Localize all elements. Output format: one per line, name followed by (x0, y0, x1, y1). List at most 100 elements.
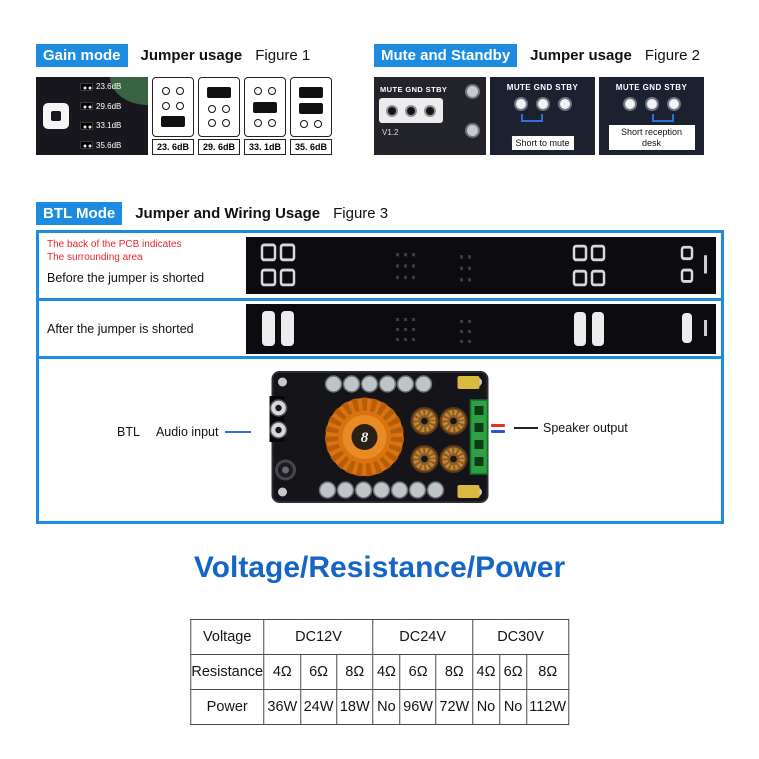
short-to-mute-caption: Short to mute (511, 135, 574, 150)
resistance-cell: 8Ω (435, 654, 473, 690)
gain-mode-header: Gain mode Jumper usage Figure 1 (36, 44, 336, 67)
pin-icon (268, 118, 277, 127)
mute-standby-chip: Mute and Standby (374, 44, 518, 67)
pad-icon (666, 97, 681, 111)
mute-subtitle: Jumper usage (530, 47, 632, 64)
jumper-cap-icon (299, 103, 323, 114)
mute-pins-label: MUTE GND STBY (506, 83, 579, 92)
btl-note-line2: The surrounding area (47, 252, 143, 263)
power-cell: 36W (263, 689, 301, 725)
mute-pin-header-label: MUTE GND STBY (380, 85, 448, 94)
jumper-pins-graphic (290, 77, 332, 137)
jumper-cap-icon (161, 115, 185, 127)
connector-graphic (43, 103, 69, 129)
pin-icon (176, 87, 185, 96)
resistance-cell: 8Ω (526, 654, 570, 690)
blue-wire-icon (491, 429, 505, 433)
voltage-cell-dc30v: DC30V (471, 619, 570, 655)
gain-photo-label: 29.6dB (96, 101, 122, 111)
voltage-cell-dc12v: DC12V (263, 619, 374, 655)
resistance-cell: 4Ω (372, 654, 401, 690)
gain-subtitle: Jumper usage (140, 47, 243, 64)
speaker-output-label: Speaker output (543, 421, 628, 435)
pin-icon (207, 118, 216, 127)
jumper-pin-icon (80, 141, 93, 150)
gain-mode-section: Gain mode Jumper usage Figure 1 23.6dB 2… (36, 44, 336, 155)
resistance-cell: 4Ω (471, 654, 501, 690)
jumper-cap-icon (253, 101, 277, 113)
gain-photo-label-row: 35.6dB (80, 141, 121, 150)
power-cell: 96W (399, 689, 437, 725)
terminal-hole-icon (386, 104, 398, 117)
open-pins-row (247, 87, 283, 96)
pad-icon (644, 97, 659, 111)
audio-input-label-group: BTL Audio input (117, 425, 251, 439)
short-bracket-icon (651, 114, 674, 122)
svg-text:8: 8 (361, 430, 369, 446)
pad-icon (513, 97, 528, 111)
gain-content: 23.6dB 29.6dB 33.1dB 35.6dB 23. 6dB 29. … (36, 77, 336, 155)
pad-icon (535, 97, 550, 111)
short-bracket-icon (520, 114, 543, 122)
mute-pads-graphic (622, 97, 681, 111)
mute-pins-label: MUTE GND STBY (615, 83, 688, 92)
resistance-cell: 4Ω (263, 654, 301, 690)
pin-icon (161, 101, 170, 110)
open-pins-row (201, 118, 237, 127)
jumper-pin-icon (80, 121, 93, 130)
pin-icon (207, 104, 216, 113)
amplifier-board-photo: 8 (268, 366, 493, 508)
voltage-row: Voltage DC12V DC24V DC30V (189, 619, 570, 655)
pcb-version-label: V1.2 (382, 128, 399, 137)
capacitor-icon (465, 84, 480, 99)
power-row-header: Power (189, 689, 265, 725)
pcb-back-after-image (246, 303, 716, 354)
short-to-mute-diagram: MUTE GND STBY Short to mute (490, 77, 595, 155)
power-cell: 24W (299, 689, 338, 725)
mute-pcb-photo: MUTE GND STBY V1.2 (374, 77, 486, 155)
btl-mode-header: BTL Mode Jumper and Wiring Usage Figure … (36, 202, 388, 225)
speaker-leader-line (514, 427, 538, 429)
btl-text-label: BTL (117, 425, 140, 439)
mute-figure-label: Figure 2 (644, 47, 700, 64)
power-cell: No (499, 689, 528, 725)
mute-standby-header: Mute and Standby Jumper usage Figure 2 (374, 44, 724, 67)
mute-terminal-block (379, 98, 443, 123)
jumper-pins-graphic (152, 77, 194, 137)
btl-mode-box: The back of the PCB indicates The surrou… (36, 230, 724, 524)
btl-before-row: The back of the PCB indicates The surrou… (39, 233, 721, 301)
audio-input-label: Audio input (155, 425, 219, 439)
gain-photo-label-row: 23.6dB (80, 82, 121, 91)
power-cell: No (471, 689, 501, 725)
resistance-cell: 8Ω (336, 654, 374, 690)
jumper-cap-icon (299, 86, 323, 98)
btl-figure-label: Figure 3 (333, 205, 389, 222)
mute-standby-section: Mute and Standby Jumper usage Figure 2 M… (374, 44, 724, 155)
pcb-back-before-image (246, 237, 716, 294)
btl-note-line1: The back of the PCB indicates (47, 239, 182, 250)
capacitor-icon (465, 123, 480, 138)
power-row: Power 36W 24W 18W No 96W 72W No No 112W (189, 689, 570, 725)
pin-icon (253, 118, 262, 127)
btl-before-note: The back of the PCB indicates The surrou… (39, 233, 241, 298)
gain-jumper-label: 33. 1dB (244, 139, 286, 155)
resistance-cell: 6Ω (399, 654, 437, 690)
gain-jumper-label: 23. 6dB (152, 139, 194, 155)
short-reception-caption: Short reception desk (608, 125, 695, 150)
resistance-cell: 6Ω (299, 654, 338, 690)
resistance-row-header: Resistance (189, 654, 265, 690)
gain-photo-label-row: 33.1dB (80, 121, 121, 130)
gain-mode-chip: Gain mode (36, 44, 128, 67)
btl-subtitle: Jumper and Wiring Usage (135, 205, 321, 222)
speaker-output-label-group: Speaker output (491, 421, 628, 435)
voltage-row-header: Voltage (189, 619, 265, 655)
voltage-cell-dc24v: DC24V (372, 619, 473, 655)
jumper-pin-icon (80, 82, 93, 91)
gain-figure-label: Figure 1 (255, 47, 311, 64)
before-shorted-label: Before the jumper is shorted (47, 271, 205, 285)
jumper-pins-graphic (198, 77, 240, 137)
jumper-pins-graphic (244, 77, 286, 137)
gain-jumper-label: 35. 6dB (290, 139, 332, 155)
pin-icon (222, 118, 231, 127)
